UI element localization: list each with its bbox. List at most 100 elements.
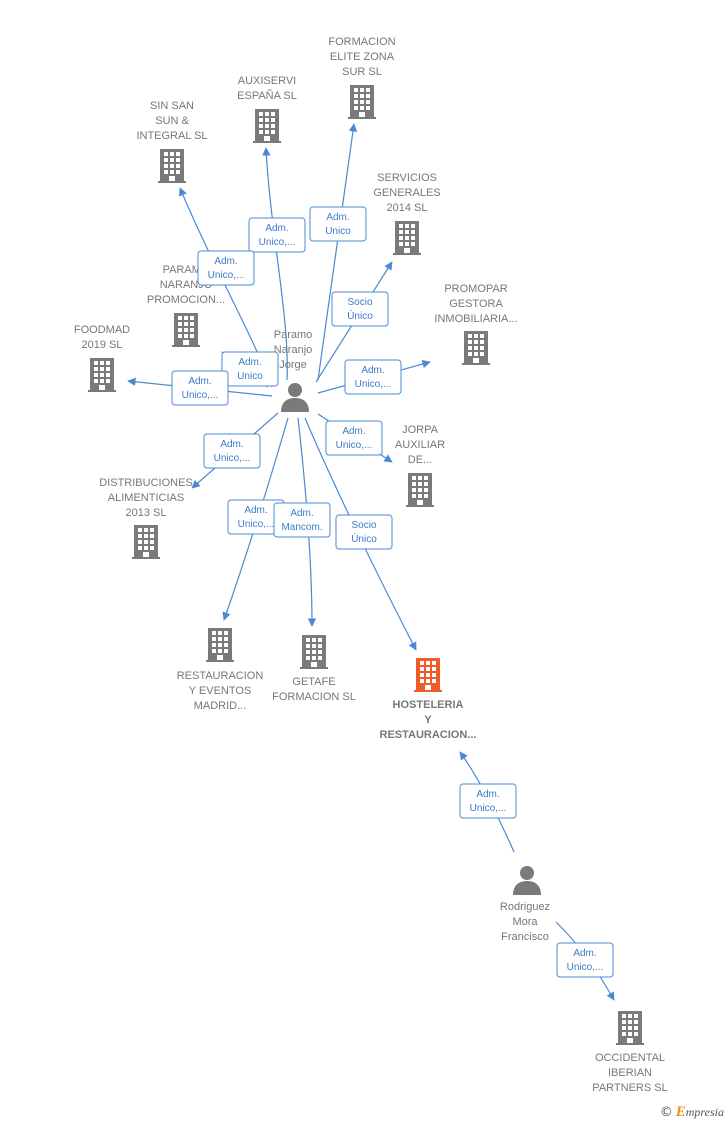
company-servicios-label-line: GENERALES <box>373 187 440 199</box>
building-icon[interactable] <box>393 221 421 255</box>
edge-role-box <box>248 217 306 253</box>
edge-paramo-to-formacion <box>317 123 358 381</box>
edge-role-badge[interactable]: Adm. Unico,... <box>459 783 517 819</box>
company-foodmad-label-line: FOODMAD <box>74 324 130 336</box>
edge-role-text: Adm. <box>244 505 267 516</box>
edge-role-text: Mancom. <box>281 522 322 533</box>
person-paramo-label-line: Paramo <box>274 329 313 341</box>
edge-role-text: Unico,... <box>259 237 296 248</box>
company-distrib-label-line: 2013 SL <box>126 507 167 519</box>
person-rodriguez-label-line: Rodriguez <box>500 901 550 913</box>
edge-role-text: Adm. <box>326 212 349 223</box>
edge-role-text: Adm. <box>573 948 596 959</box>
building-icon[interactable] <box>462 331 490 365</box>
building-icon[interactable] <box>616 1011 644 1045</box>
building-icon[interactable] <box>88 358 116 392</box>
edge-role-badge[interactable]: Adm.Unico,... <box>248 217 306 253</box>
company-jorpa-label-line: AUXILIAR <box>395 439 445 451</box>
building-icon[interactable] <box>206 628 234 662</box>
company-jorpa-label-line: JORPA <box>402 424 439 436</box>
company-sinsan-label-line: SUN & <box>155 115 189 127</box>
company-getafe-label-line: GETAFE <box>292 676 335 688</box>
company-promopar-label-line: PROMOPAR <box>444 283 507 295</box>
company-promopar-label-line: GESTORA <box>449 298 503 310</box>
edge-role-badge[interactable]: Adm.Unico,... <box>556 942 614 978</box>
building-icon[interactable] <box>348 85 376 119</box>
edge-role-badge[interactable]: Adm. Unico <box>221 351 279 387</box>
building-icon[interactable] <box>158 149 186 183</box>
edge-role-box <box>203 433 261 469</box>
edge-role-text: Adm. <box>342 426 365 437</box>
company-restauracion_ev-label-line: Y EVENTOS <box>189 685 252 697</box>
person-paramo-label-line: Jorge <box>279 359 307 371</box>
edge-role-box <box>331 291 389 327</box>
building-icon[interactable] <box>406 473 434 507</box>
edge-role-box <box>273 502 331 538</box>
person-icon[interactable] <box>513 866 541 895</box>
building-icon[interactable] <box>172 313 200 347</box>
edge-role-badge[interactable]: Adm. Unico,... <box>325 420 383 456</box>
edge-role-badge[interactable]: Adm.Mancom. <box>273 502 331 538</box>
company-formacion-label-line: SUR SL <box>342 66 382 78</box>
copyright-icon: © <box>659 1105 673 1120</box>
building-icon[interactable] <box>300 635 328 669</box>
edge-role-text: Unico,... <box>208 270 245 281</box>
person-icon[interactable] <box>281 383 309 412</box>
person-paramo-label-line: Naranjo <box>274 344 313 356</box>
company-occidental-label-line: OCCIDENTAL <box>595 1052 665 1064</box>
company-getafe-label-line: FORMACION SL <box>272 691 356 703</box>
company-restauracion_ev-label-line: RESTAURACION <box>177 670 264 682</box>
company-auxiservi-label-line: ESPAÑA SL <box>237 89 297 102</box>
edge-role-badge[interactable]: Adm. Unico,... <box>197 250 255 286</box>
edge-role-box <box>459 783 517 819</box>
edge-role-text: Unico,... <box>336 440 373 451</box>
company-hosteleria-label-line: Y <box>424 714 432 726</box>
company-formacion-label-line: FORMACION <box>328 36 395 48</box>
edge-role-text: Unico <box>237 371 263 382</box>
edge-role-box <box>197 250 255 286</box>
edge-role-text: Único <box>347 309 373 322</box>
company-hosteleria-label-line: HOSTELERIA <box>393 699 464 711</box>
edge-role-box <box>556 942 614 978</box>
company-jorpa-label-line: DE... <box>408 454 432 466</box>
company-servicios-label-line: 2014 SL <box>387 202 428 214</box>
edge-role-text: Adm. <box>188 376 211 387</box>
edge-role-badge[interactable]: Adm. Unico,... <box>344 359 402 395</box>
empresia-logo: ©Empresia <box>659 1104 724 1120</box>
edge-role-text: Adm. <box>214 256 237 267</box>
company-restauracion_ev-label-line: MADRID... <box>194 700 247 712</box>
edge-role-text: Unico,... <box>182 390 219 401</box>
edge-role-text: Socio <box>351 520 376 531</box>
edge-role-badge[interactable]: Adm.Unico <box>309 206 367 242</box>
company-promopar-label-line: INMOBILIARIA... <box>434 313 517 325</box>
edge-role-box <box>221 351 279 387</box>
edge-role-text: Unico,... <box>470 803 507 814</box>
person-rodriguez-label-line: Francisco <box>501 931 549 943</box>
edge-role-badge[interactable]: Adm.Unico,... <box>203 433 261 469</box>
company-foodmad-label-line: 2019 SL <box>82 339 123 351</box>
edge-role-text: Unico,... <box>238 519 275 530</box>
building-icon[interactable] <box>132 525 160 559</box>
edge-role-text: Adm. <box>220 439 243 450</box>
edge-role-text: Adm. <box>361 365 384 376</box>
company-servicios-label-line: SERVICIOS <box>377 172 437 184</box>
building-icon[interactable] <box>414 658 442 692</box>
company-occidental-label-line: IBERIAN <box>608 1067 652 1079</box>
edge-role-text: Unico,... <box>355 379 392 390</box>
edge-role-badge[interactable]: Adm. Unico,... <box>227 499 285 535</box>
edge-role-text: Socio <box>347 297 372 308</box>
company-distrib-label-line: DISTRIBUCIONES <box>99 477 193 489</box>
building-icon[interactable] <box>253 109 281 143</box>
edge-paramo-to-auxiservi <box>262 147 288 381</box>
company-hosteleria-label-line: RESTAURACION... <box>380 729 477 741</box>
edge-role-text: Adm. <box>238 357 261 368</box>
edge-role-box <box>325 420 383 456</box>
edge-role-badge[interactable]: Adm. Unico,... <box>171 370 229 406</box>
edge-role-box <box>335 514 393 550</box>
person-rodriguez-label-line: Mora <box>512 916 538 928</box>
company-sinsan-label-line: INTEGRAL SL <box>136 130 207 142</box>
edge-role-text: Adm. <box>476 789 499 800</box>
